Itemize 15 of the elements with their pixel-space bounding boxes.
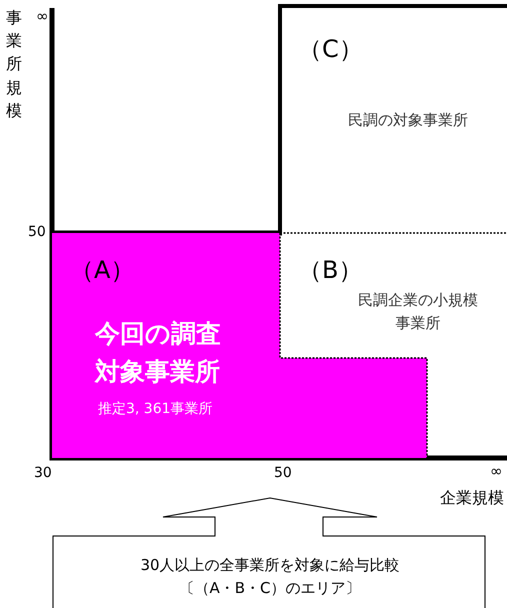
axis-title: 事業所規模 [6, 7, 23, 122]
axis-title: 企業規模 [440, 489, 504, 508]
tick-label: ∞ [36, 8, 48, 26]
region-label: 民調の対象事業所 [348, 112, 468, 130]
region-letter: （C） [298, 36, 363, 64]
region-letter: （A） [70, 257, 134, 285]
region-title: 今回の調査対象事業所 [95, 318, 222, 388]
tick-label: 30 [34, 465, 52, 482]
region-label: 民調企業の小規模事業所 [358, 290, 478, 334]
region-letter: （B） [298, 257, 362, 285]
tick-label: 50 [274, 465, 292, 482]
tick-label: 50 [28, 224, 46, 240]
callout-text: 30人以上の全事業所を対象に給与比較〔（A・B・C）のエリア〕 [139, 555, 401, 598]
tick-label: ∞ [490, 463, 502, 480]
region-note: 推定3, 361事業所 [98, 401, 213, 418]
